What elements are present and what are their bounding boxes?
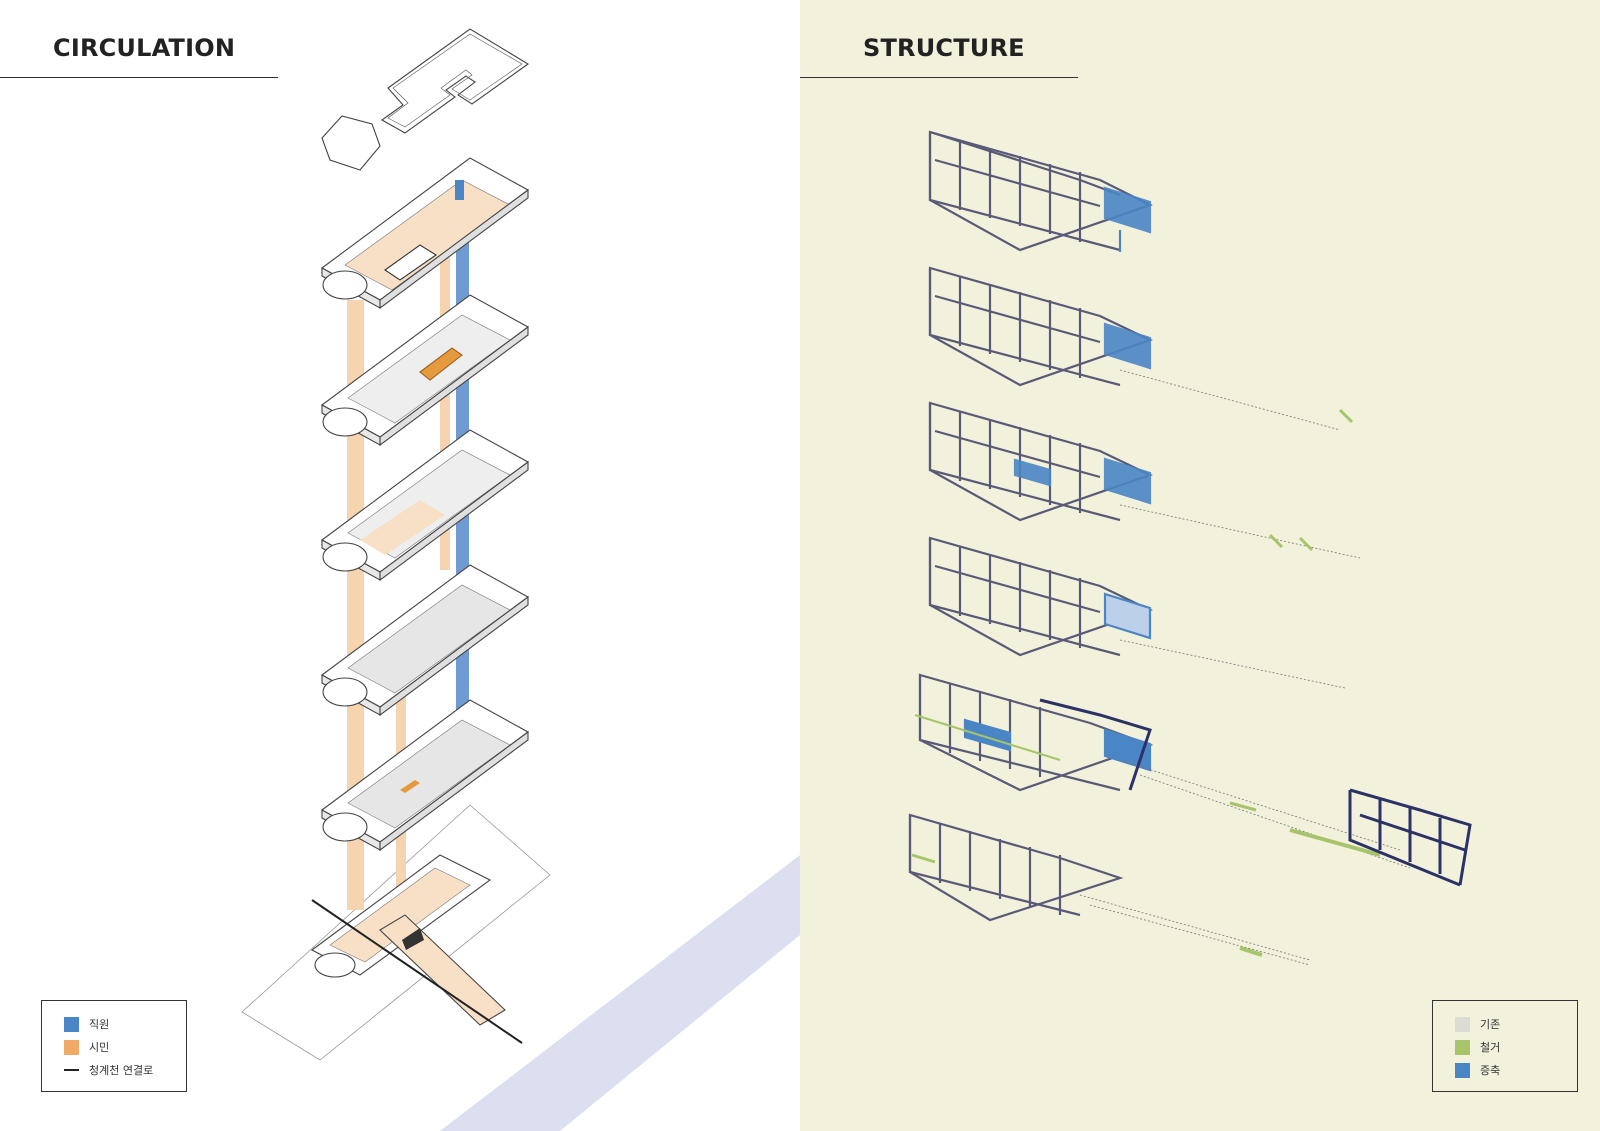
floor-4 <box>320 294 530 447</box>
existing-swatch <box>1455 1016 1470 1032</box>
circulation-title: CIRCULATION <box>53 34 236 62</box>
structure-level-6 <box>928 130 1153 252</box>
legend-label: 시민 <box>89 1041 110 1054</box>
circulation-title-rule <box>0 77 278 78</box>
structure-title-rule <box>800 77 1078 78</box>
demolition-swatch <box>1455 1039 1470 1055</box>
citizen-shaft-left <box>347 300 364 910</box>
circulation-exploded-axonometric <box>241 28 551 1061</box>
citizen-shaft-center <box>440 230 450 570</box>
legend-label: 증축 <box>1480 1064 1501 1077</box>
floor-5 <box>320 157 530 310</box>
legend-item-stream-connection: 청계천 연결로 <box>64 1062 153 1078</box>
staff-swatch <box>64 1016 79 1032</box>
stream-connection-line-swatch <box>64 1069 79 1071</box>
extension-frame <box>1348 788 1472 887</box>
extension-swatch <box>1455 1062 1470 1078</box>
legend-label: 기존 <box>1480 1018 1501 1031</box>
structure-level-1 <box>908 813 1311 966</box>
stair-towers <box>322 270 368 842</box>
stream-connection-corridor <box>379 914 506 1026</box>
legend-item-extension: 증축 <box>1455 1062 1500 1078</box>
legend-label: 직원 <box>89 1018 110 1031</box>
basement-floor <box>310 854 523 1044</box>
structure-title: STRUCTURE <box>863 34 1025 62</box>
floor-1 <box>320 699 530 852</box>
stream-band <box>440 855 800 1131</box>
structure-panel-background <box>800 0 1600 1131</box>
roof-slab <box>380 28 530 134</box>
legend-item-demolition: 철거 <box>1455 1039 1500 1055</box>
structure-level-2 <box>914 673 1472 887</box>
circulation-legend: 직원 시민 청계천 연결로 <box>41 1000 187 1092</box>
stream-connection-line <box>311 899 523 1044</box>
structure-legend: 기존 철거 증축 <box>1432 1000 1578 1092</box>
legend-label: 청계천 연결로 <box>89 1064 154 1077</box>
ground-plane <box>241 804 551 1061</box>
legend-item-citizen: 시민 <box>64 1039 109 1055</box>
legend-label: 철거 <box>1480 1041 1501 1054</box>
roof-stair-box <box>321 115 381 171</box>
citizen-swatch <box>64 1039 79 1055</box>
legend-item-existing: 기존 <box>1455 1016 1500 1032</box>
legend-item-staff: 직원 <box>64 1016 109 1032</box>
structure-level-5 <box>928 266 1354 431</box>
structure-exploded-frames <box>908 130 1472 966</box>
structure-level-3 <box>928 536 1346 689</box>
structure-level-4 <box>928 401 1361 559</box>
